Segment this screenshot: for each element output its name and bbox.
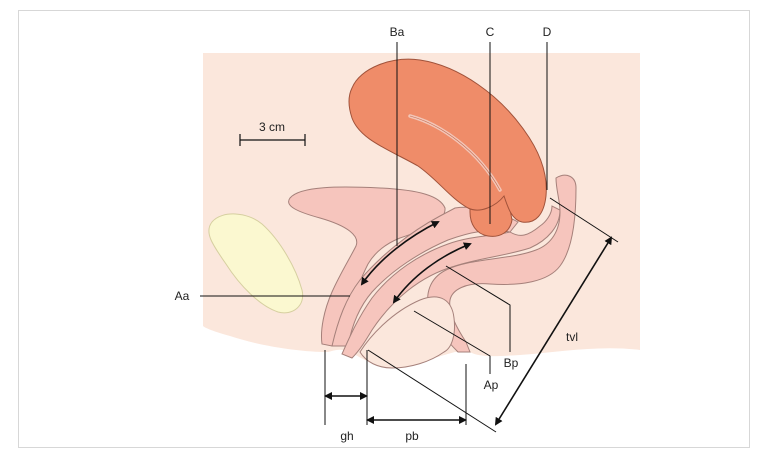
label-Ba: Ba xyxy=(390,25,405,39)
label-C: C xyxy=(486,25,495,39)
label-tvl: tvl xyxy=(566,330,578,344)
label-Bp: Bp xyxy=(504,356,519,370)
label-D: D xyxy=(543,25,552,39)
scale-bar-label: 3 cm xyxy=(259,120,285,134)
label-Ap: Ap xyxy=(484,378,499,392)
label-Aa: Aa xyxy=(175,289,190,303)
label-gh: gh xyxy=(340,429,353,443)
label-pb: pb xyxy=(405,429,419,443)
